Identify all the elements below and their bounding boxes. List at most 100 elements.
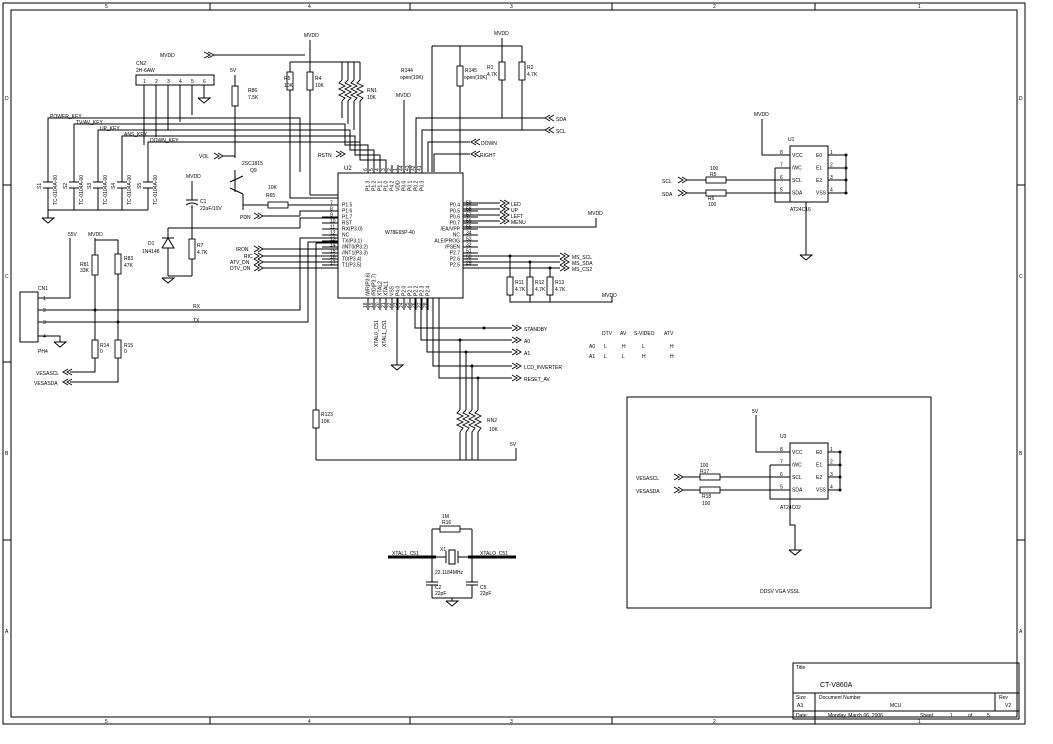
eeprom-pin-num: 1 [830,447,833,453]
mode-cell: H [622,344,626,350]
r145-ref: R145 [465,68,477,74]
pdn-net: PDN [240,210,338,221]
u2-pin-name: P0.0 [402,180,408,191]
u2-pin-num: 34 [466,231,472,237]
eeprom-pin-num: 4 [830,485,833,491]
net-pdn: PDN [240,215,251,221]
u2-pin-name: /WR(P3.6) [366,272,372,296]
d1-part: 1N4148 [142,249,160,255]
u2-pin-name: P4.0 [396,285,402,296]
u2-pin-name: P0.1 [408,180,414,191]
switch-ref: S3 [87,183,93,189]
i2c-supply: MVDD [494,31,509,37]
net-right: RIGHT [480,153,496,159]
switch-part: TC-0104A-00 [79,175,85,205]
u2-pin-num: 19 [369,302,375,308]
r83-ref: R83 [124,256,133,262]
mode-table: DTV AV S-VIDEO ATV A0 L H L H A1 L L H H [589,331,674,360]
u1-part: AT24C16 [790,207,811,213]
cn2-pin: 3 [167,79,170,85]
switch-ref: S4 [111,183,117,189]
r17-ref: R17 [700,469,709,475]
r6-ref: R6 [708,196,715,202]
mode-cell: L [622,354,625,360]
c5-val: 22pF [480,591,491,597]
eeprom-pin-num: 6 [780,175,783,181]
col-label: 4 [308,4,311,10]
switch-part: TC-0104A-00 [153,175,159,205]
i2c-pullups: MVDD R144 open(10K) R145 open(10K) R1 4.… [400,31,567,172]
u2-pin-name: P4.2 [390,180,396,191]
u1-net-sda: SDA [662,192,673,198]
cn1-pin: 2 [43,308,46,314]
drawing-frame [2,2,1026,725]
net-ms-scl: MS_SCL [572,255,592,261]
r86-val: 7.5K [248,95,259,101]
q9-part: 2SC1815 [242,161,263,167]
r144-ref: R144 [401,68,413,74]
eeprom-pin-num: 8 [780,150,783,156]
cn1-connector: CN1 PH4 1 2 3 4 55V RX TX [19,232,338,355]
sheet-label: Sheet [920,713,934,719]
u2-pin-num: 7 [330,201,333,207]
row-label: B [5,451,9,457]
u2-pin-name: ALE/PROG [434,239,460,245]
title-block: Title CT-V860A Size A3 Document Number M… [792,662,1020,720]
net-menu: MENU [511,220,526,226]
eeprom-pin-name: VCC [792,450,803,456]
net-tvav-key: TV/AV_KEY [76,120,104,126]
rn2-val: 10K [489,427,499,433]
u2-pin-name: VDD [396,180,402,191]
col-label: 3 [510,4,513,10]
eeprom-pin-name: E2 [816,178,822,184]
u2-pin-name: RX(P3.0) [342,227,363,233]
cn2-pin: 5 [191,79,194,85]
u2-pin-name: NC [342,233,350,239]
u2-pin-name: T0(P3.4) [342,257,362,263]
u2-pin-name: P0.2 [414,180,420,191]
u2-pin-name: P2.4 [426,285,432,296]
col-label: 1 [918,719,921,725]
u2-pin-name: P0.4 [450,203,461,209]
r18-ref: R18 [702,494,711,500]
net-lcd-inverter: LCD_INVERTER [524,365,562,371]
u2-pin-num: 8 [330,207,333,213]
net-up: UP [511,208,519,214]
r5-val: 10K [284,83,294,89]
u2-pin-name: RST [342,221,352,227]
u2-pin-num: 51 [466,249,472,255]
u3-ref: U3 [780,434,787,440]
u2-part: W78E65P-40 [385,230,415,236]
eeprom-pin-name: /WC [792,463,802,469]
ground-symbol [53,341,68,348]
col-label: 5 [105,719,108,725]
switch-ref: S2 [63,183,69,189]
c2-val: 22pF [435,591,446,597]
u2-pin-name: XTAL1 [384,281,390,296]
net-vesascl: VESASCL [36,371,59,377]
row-label: D [1019,96,1023,102]
u2-pin-name: P2.1 [408,285,414,296]
r12-val: 4.7K [535,287,546,293]
u2-pin-name: P1.3 [366,180,372,191]
ground-symbol [161,277,176,284]
size-value: A3 [797,703,803,709]
net-tx: TX [193,318,200,324]
key-nets: POWER_KEY TV/AV_KEY UP_KEY ANS_KEY DOWN_… [47,114,387,172]
r65-val: 10K [268,185,278,191]
r17-val: 100 [700,463,709,469]
mode-header: DTV [602,331,613,337]
rn2-supply: 5V [510,442,517,448]
title-value: CT-V860A [820,682,853,689]
net-sda: SDA [556,117,567,123]
u2-pin-num: 50 [466,255,472,261]
cn1-supply: 55V [68,232,78,238]
right-io-nets: LED UP LEFT MENU MVDD MS_SCL MS_SDA MS_C… [463,199,617,303]
net-left: LEFT [511,214,523,220]
net-power-key: POWER_KEY [50,114,82,120]
row-label: C [5,274,9,280]
r15-val: 0 [124,349,127,355]
